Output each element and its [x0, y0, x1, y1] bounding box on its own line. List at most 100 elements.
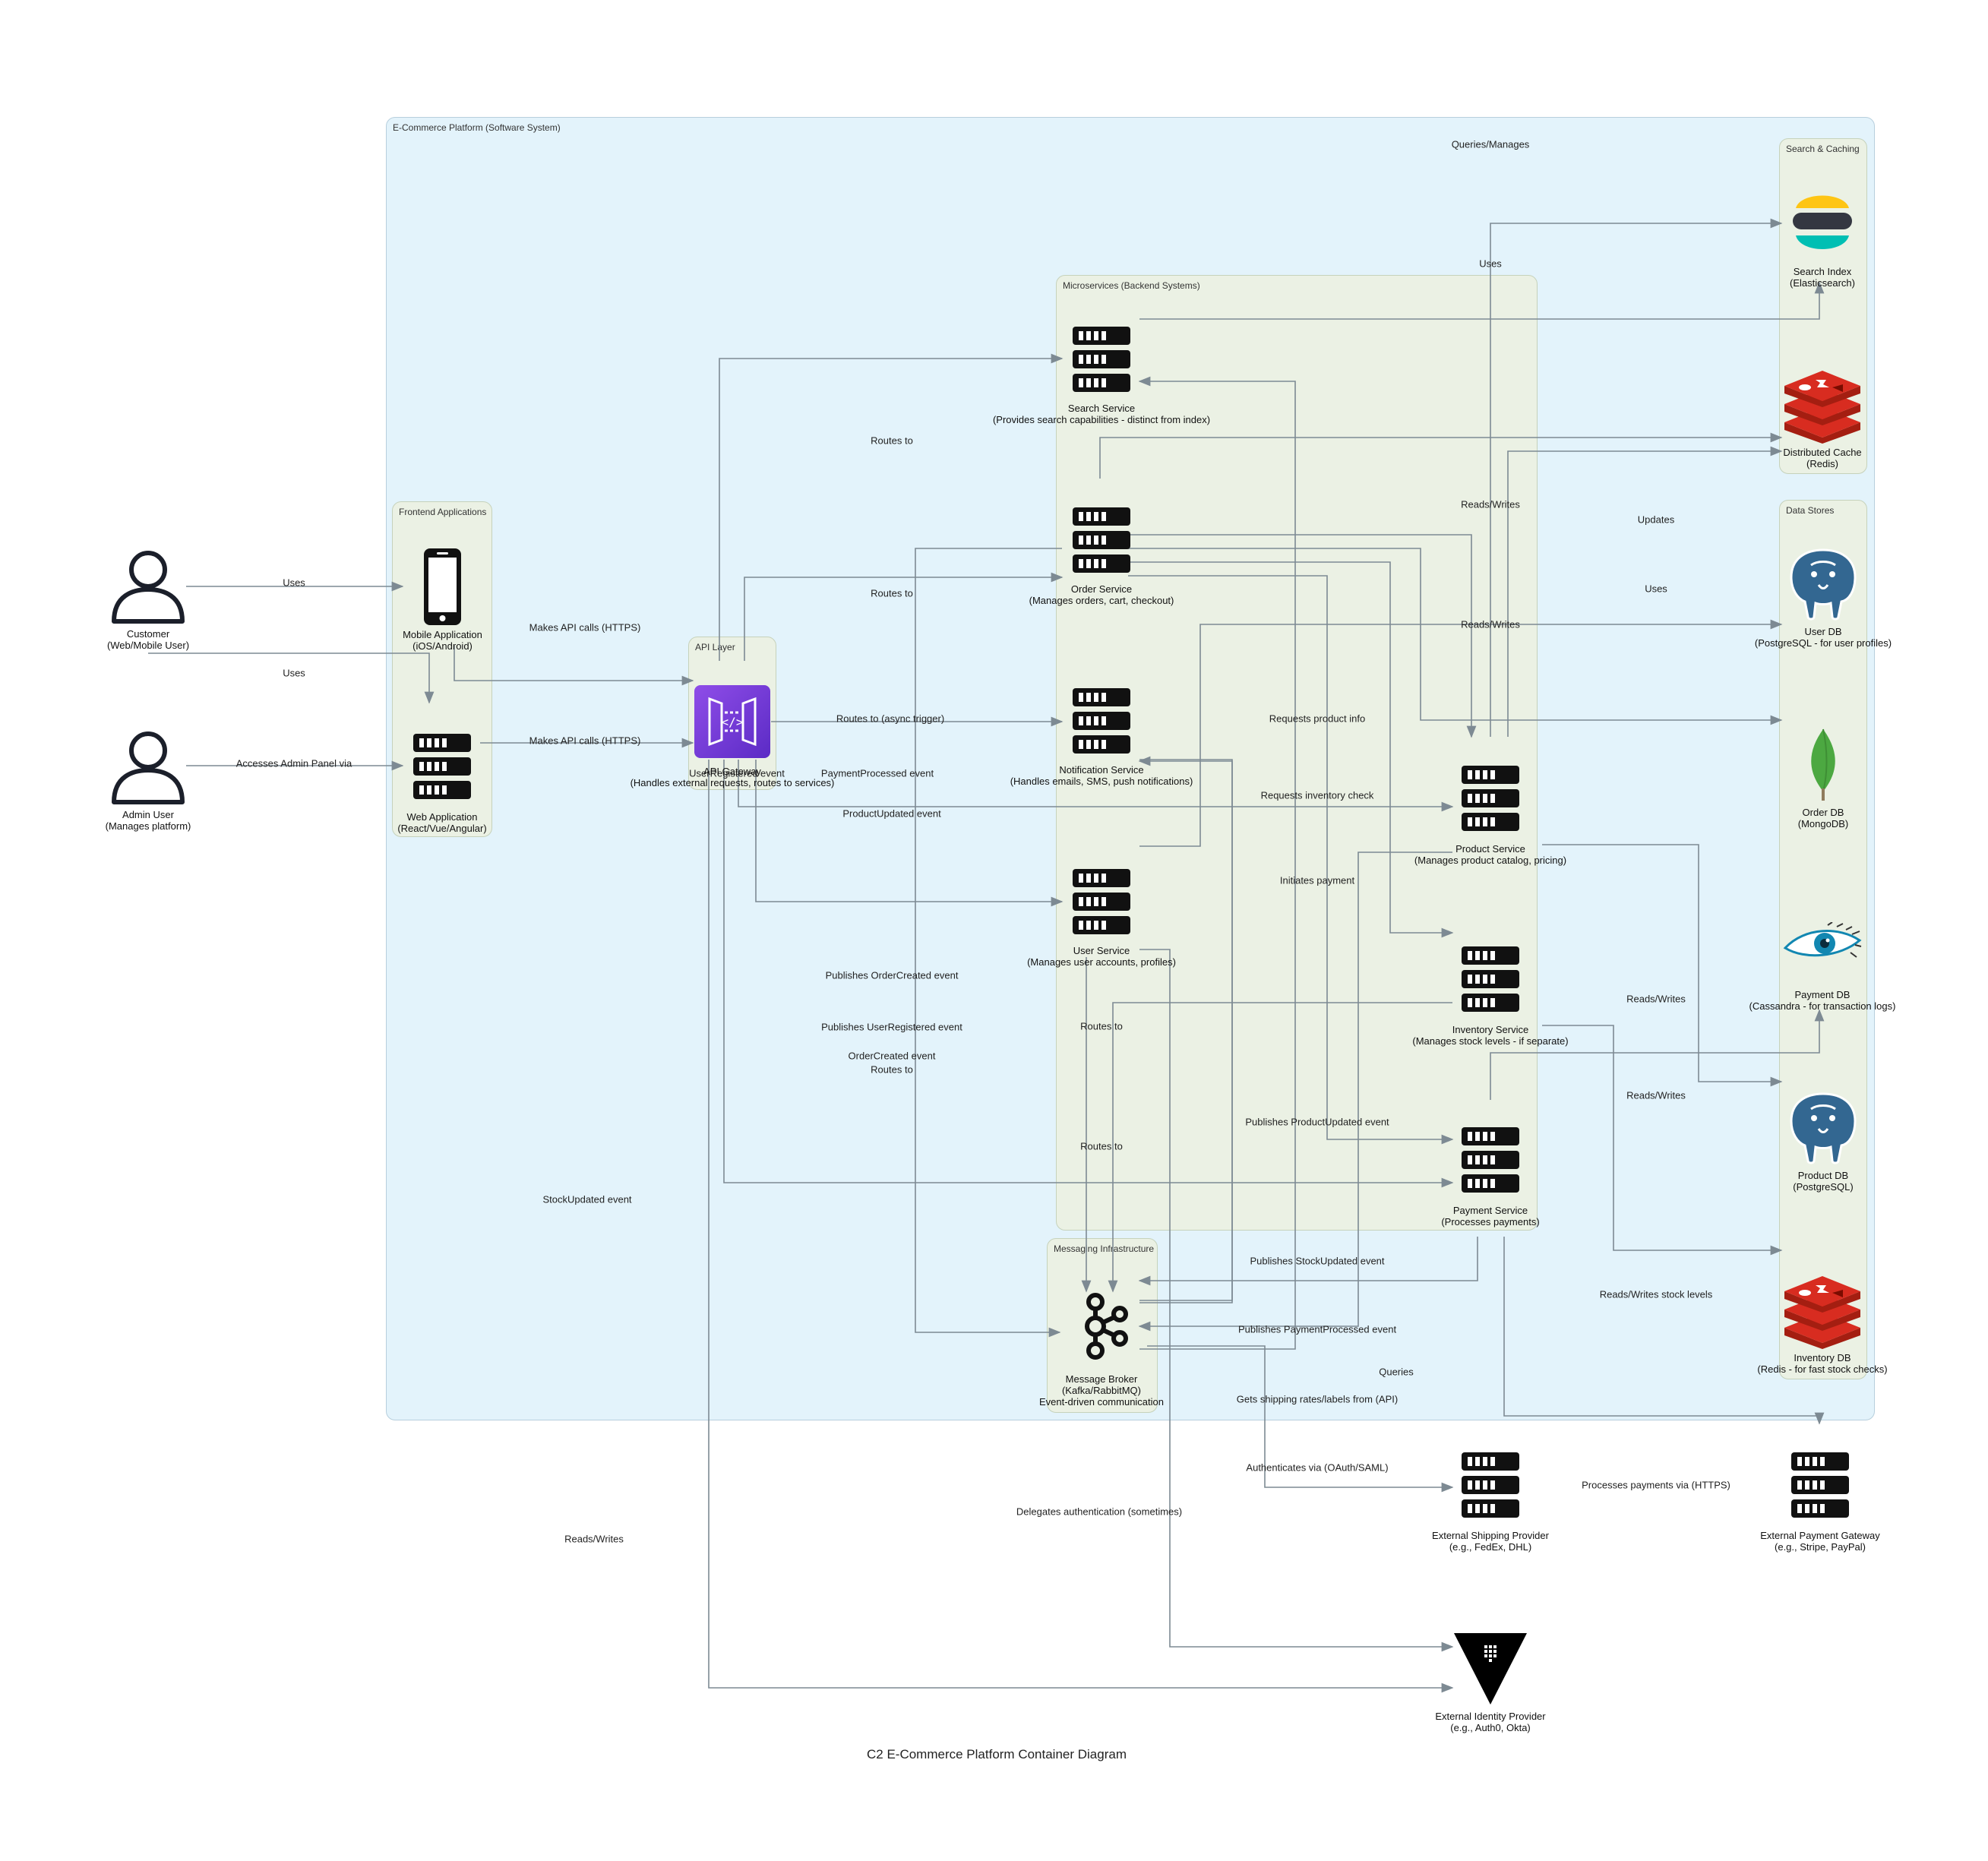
kafka-icon: [1085, 1293, 1128, 1360]
mobile-phone-icon: [424, 548, 461, 625]
edge-label-reads-writes-cache: Reads/Writes: [1461, 498, 1520, 510]
edge-label-stock-updated-event: StockUpdated event: [542, 1193, 632, 1205]
postgresql-icon: [1790, 548, 1857, 621]
order-service-label: Order Service (Manages orders, cart, che…: [1029, 583, 1174, 606]
edge-order-inventory: [1128, 561, 1454, 938]
edge-order-broker: [915, 548, 1062, 1338]
api-layer-group-label: API Layer: [695, 642, 735, 652]
edge-label-reads-writes-payment: Reads/Writes: [1626, 993, 1686, 1005]
payment-db-node[interactable]: Payment DB (Cassandra - for transaction …: [1749, 921, 1895, 1012]
mobile-app-node[interactable]: Mobile Application (iOS/Android): [403, 547, 482, 652]
order-db-node[interactable]: Order DB (MongoDB): [1798, 728, 1848, 829]
inventory-service-node[interactable]: Inventory Service (Manages stock levels …: [1412, 945, 1569, 1047]
user-service-label: User Service (Manages user accounts, pro…: [1027, 945, 1176, 968]
edge-label-queries-manages: Queries/Manages: [1451, 138, 1530, 150]
customer-actor[interactable]: Customer (Web/Mobile User): [107, 548, 189, 651]
message-broker-node[interactable]: Message Broker (Kafka/RabbitMQ) Event-dr…: [1039, 1291, 1164, 1408]
edge-product-productdb: [1542, 844, 1783, 1087]
server-icon: [413, 734, 471, 799]
edge-label-uses-userdb: Uses: [1645, 583, 1667, 595]
edge-api-search: [719, 353, 1064, 661]
edge-payment-broker: [1138, 1237, 1478, 1286]
microservices-group-label: Microservices (Backend Systems): [1063, 280, 1200, 291]
person-icon: [112, 731, 185, 804]
inventory-service-label: Inventory Service (Manages stock levels …: [1412, 1024, 1569, 1047]
web-app-label: Web Application (React/Vue/Angular): [397, 811, 487, 834]
edge-label-publishes-stock-updated: Publishes StockUpdated event: [1250, 1255, 1385, 1267]
notification-service-label: Notification Service (Handles emails, SM…: [1010, 764, 1193, 787]
edge-broker-notification: [1138, 756, 1233, 1303]
identity-provider-node[interactable]: External Identity Provider (e.g., Auth0,…: [1435, 1630, 1546, 1733]
edge-label-routes-to-order: Routes to: [871, 587, 913, 599]
distributed-cache-label: Distributed Cache (Redis): [1783, 447, 1862, 469]
search-index-node[interactable]: Search Index (Elasticsearch): [1790, 188, 1855, 289]
notification-service-node[interactable]: Notification Service (Handles emails, SM…: [1010, 687, 1193, 787]
edge-label-routes-to-product: Routes to: [871, 1063, 913, 1076]
search-caching-group-label: Search & Caching: [1786, 144, 1860, 154]
edge-label-accesses-admin: Accesses Admin Panel via: [235, 757, 352, 769]
edge-api-product: [738, 760, 1454, 812]
shipping-provider-node[interactable]: External Shipping Provider (e.g., FedEx,…: [1432, 1451, 1549, 1553]
edge-notification-broker: [1139, 759, 1233, 1301]
edge-label-reads-writes-bottom: Reads/Writes: [564, 1533, 624, 1545]
server-icon: [1073, 507, 1130, 573]
elasticsearch-icon: [1793, 195, 1852, 249]
frontend-group-label: Frontend Applications: [399, 507, 487, 517]
edge-user-broker: [1139, 949, 1454, 1652]
message-broker-label: Message Broker (Kafka/RabbitMQ) Event-dr…: [1038, 1373, 1165, 1408]
edge-search-cache: [1099, 432, 1783, 479]
edge-order-payment: [1128, 575, 1454, 1145]
payment-service-label: Payment Service (Processes payments): [1441, 1205, 1540, 1228]
payment-gateway-node[interactable]: External Payment Gateway (e.g., Stripe, …: [1760, 1451, 1880, 1553]
edge-user-userdb: [1139, 619, 1783, 847]
redis-icon: [1784, 1276, 1860, 1349]
edge-label-user-registered-event: UserRegistered event: [689, 767, 785, 779]
edge-label-publishes-user-registered: Publishes UserRegistered event: [821, 1021, 962, 1033]
inventory-db-node[interactable]: Inventory DB (Redis - for fast stock che…: [1757, 1276, 1888, 1375]
edge-label-payment-processed-event: PaymentProcessed event: [820, 767, 934, 779]
api-gateway-node[interactable]: </> API Gateway (Handles external reques…: [631, 684, 834, 788]
edge-api-payment: [723, 760, 1454, 1188]
payment-service-node[interactable]: Payment Service (Processes payments): [1441, 1126, 1540, 1228]
admin-actor[interactable]: Admin User (Manages platform): [106, 729, 191, 832]
server-icon: [1791, 1452, 1849, 1518]
edge-label-routes-to-async: Routes to (async trigger): [836, 712, 945, 725]
web-app-node[interactable]: Web Application (React/Vue/Angular): [397, 732, 487, 834]
postgresql-icon: [1790, 1092, 1857, 1164]
server-icon: [1462, 766, 1519, 831]
server-icon: [1462, 1127, 1519, 1193]
edge-label-queries: Queries: [1379, 1366, 1414, 1378]
edge-broker-shipping: [1147, 1345, 1454, 1493]
server-icon: [1073, 688, 1130, 754]
edge-label-makes-api-mobile: Makes API calls (HTTPS): [529, 621, 641, 633]
user-db-node[interactable]: User DB (PostgreSQL - for user profiles): [1755, 547, 1892, 649]
edge-label-publishes-product-updated: Publishes ProductUpdated event: [1245, 1116, 1389, 1128]
distributed-cache-node[interactable]: Distributed Cache (Redis): [1782, 371, 1863, 469]
inventory-db-label: Inventory DB (Redis - for fast stock che…: [1757, 1352, 1888, 1375]
edge-payment-paymentdb: [1490, 1009, 1825, 1100]
edge-broker-search: [1138, 376, 1296, 1350]
edge-label-processes-payments: Processes payments via (HTTPS): [1582, 1479, 1730, 1491]
server-icon: [1073, 327, 1130, 392]
order-service-node[interactable]: Order Service (Manages orders, cart, che…: [1029, 506, 1174, 606]
edge-label-initiates-payment: Initiates payment: [1279, 874, 1355, 886]
product-db-label: Product DB (PostgreSQL): [1793, 1170, 1854, 1193]
person-icon: [112, 551, 185, 624]
search-service-node[interactable]: Search Service (Provides search capabili…: [993, 325, 1210, 425]
edge-label-requests-inventory-check: Requests inventory check: [1260, 789, 1374, 801]
redis-icon: [1784, 371, 1860, 444]
edge-product-cache: [1507, 446, 1783, 737]
product-service-node[interactable]: Product Service (Manages product catalog…: [1414, 764, 1566, 866]
server-icon: [1462, 1452, 1519, 1518]
mongodb-leaf-icon: [1811, 728, 1835, 801]
edge-label-uses-customer-mobile: Uses: [283, 577, 305, 589]
user-service-node[interactable]: User Service (Manages user accounts, pro…: [1027, 867, 1176, 968]
edge-label-reads-writes-order: Reads/Writes: [1461, 618, 1520, 630]
system-boundary-label: E-Commerce Platform (Software System): [393, 122, 561, 133]
product-db-node[interactable]: Product DB (PostgreSQL): [1788, 1091, 1858, 1193]
diagram-title: C2 E-Commerce Platform Container Diagram: [867, 1747, 1127, 1761]
vault-triangle-icon: [1454, 1633, 1527, 1705]
edge-label-reads-writes-stock: Reads/Writes stock levels: [1599, 1288, 1713, 1300]
